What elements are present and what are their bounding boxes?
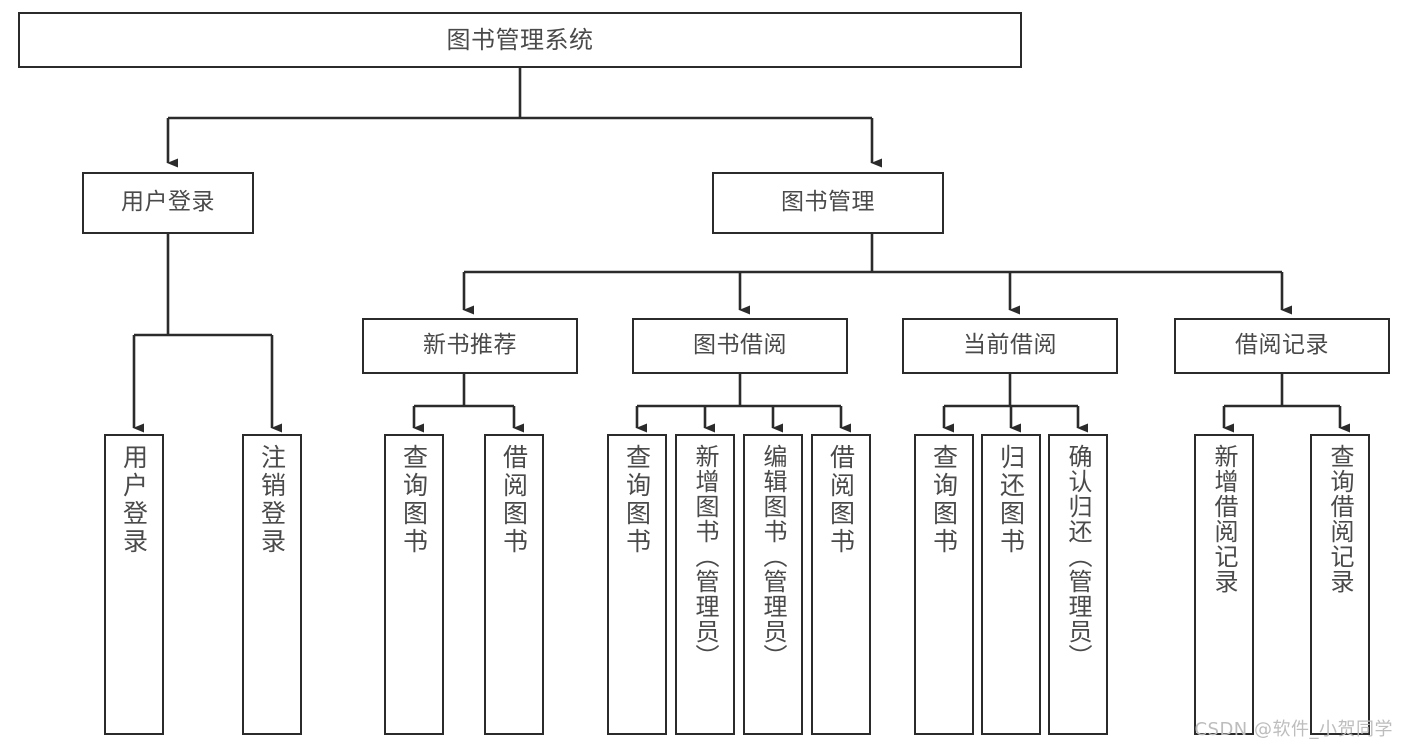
leaf-book-borrow-borrow-book[interactable]: 借阅图书 <box>811 434 871 735</box>
node-label: 借阅图书 <box>499 444 529 556</box>
node-label: 确认归还（管理员） <box>1064 444 1092 669</box>
leaf-current-borrow-confirm-return-admin[interactable]: 确认归还（管理员） <box>1048 434 1108 735</box>
leaf-borrow-record-add-record[interactable]: 新增借阅记录 <box>1194 434 1254 735</box>
node-user-login[interactable]: 用户登录 <box>82 172 254 234</box>
leaf-book-borrow-edit-book-admin[interactable]: 编辑图书（管理员） <box>743 434 803 735</box>
leaf-new-book-query-book[interactable]: 查询图书 <box>384 434 444 735</box>
leaf-book-borrow-query-book[interactable]: 查询图书 <box>607 434 667 735</box>
node-label: 借阅记录 <box>1235 332 1329 359</box>
node-label: 查询图书 <box>929 444 959 556</box>
node-book-borrow[interactable]: 图书借阅 <box>632 318 848 374</box>
node-label: 编辑图书（管理员） <box>759 444 787 669</box>
leaf-new-book-borrow-book[interactable]: 借阅图书 <box>484 434 544 735</box>
node-label: 用户登录 <box>121 189 215 216</box>
node-label: 图书管理系统 <box>446 25 594 54</box>
node-current-borrow[interactable]: 当前借阅 <box>902 318 1118 374</box>
node-label: 归还图书 <box>996 444 1026 556</box>
node-label: 查询借阅记录 <box>1326 444 1354 594</box>
node-root-book-management-system[interactable]: 图书管理系统 <box>18 12 1022 68</box>
node-label: 新书推荐 <box>423 332 517 359</box>
node-label: 图书管理 <box>781 189 875 216</box>
leaf-user-login-login[interactable]: 用户登录 <box>104 434 164 735</box>
node-book-management[interactable]: 图书管理 <box>712 172 944 234</box>
node-label: 当前借阅 <box>963 332 1057 359</box>
node-label: 借阅图书 <box>826 444 856 556</box>
node-label: 新增借阅记录 <box>1210 444 1238 594</box>
node-label: 注销登录 <box>257 444 287 556</box>
node-label: 查询图书 <box>622 444 652 556</box>
node-label: 新增图书（管理员） <box>691 444 719 669</box>
node-label: 查询图书 <box>399 444 429 556</box>
node-new-book-recommend[interactable]: 新书推荐 <box>362 318 578 374</box>
leaf-borrow-record-query-record[interactable]: 查询借阅记录 <box>1310 434 1370 735</box>
node-label: 用户登录 <box>119 444 149 556</box>
leaf-current-borrow-query-book[interactable]: 查询图书 <box>914 434 974 735</box>
node-label: 图书借阅 <box>693 332 787 359</box>
leaf-user-login-logout[interactable]: 注销登录 <box>242 434 302 735</box>
node-borrow-record[interactable]: 借阅记录 <box>1174 318 1390 374</box>
csdn-watermark: CSDN @软件_小贺同学 <box>1194 719 1393 740</box>
leaf-current-borrow-return-book[interactable]: 归还图书 <box>981 434 1041 735</box>
leaf-book-borrow-add-book-admin[interactable]: 新增图书（管理员） <box>675 434 735 735</box>
